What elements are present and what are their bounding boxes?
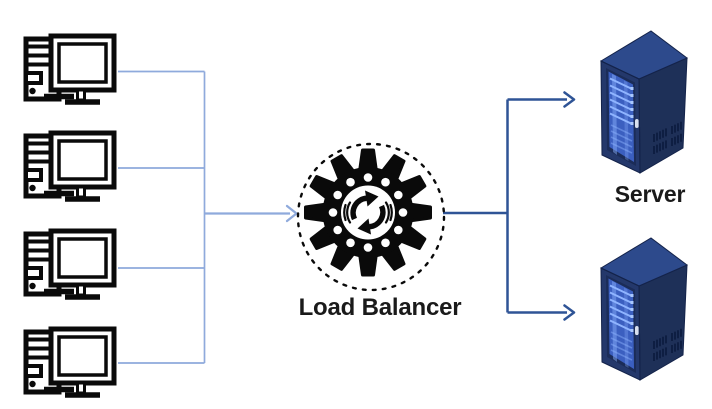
client-computer-icon-4 bbox=[22, 326, 118, 398]
sync-arrows-icon bbox=[343, 190, 393, 235]
server-label: Server bbox=[614, 181, 686, 207]
server-tower-icon-1 bbox=[600, 30, 688, 174]
client-computer-icon-2 bbox=[22, 130, 118, 202]
client-computer-icon-3 bbox=[22, 228, 118, 300]
client-links-bus bbox=[118, 70, 206, 364]
load-balancer-gear-icon bbox=[296, 142, 446, 292]
dotted-circle bbox=[296, 142, 446, 292]
gear-ring-dots bbox=[328, 173, 408, 252]
server-tower-icon-2 bbox=[600, 237, 688, 381]
load-balancer-label: Load Balancer bbox=[298, 294, 462, 321]
server-branch-lines bbox=[443, 98, 567, 314]
gear-center bbox=[341, 185, 395, 240]
server2-arrowhead bbox=[563, 304, 576, 321]
server1-arrowhead bbox=[563, 91, 576, 108]
load-balancer-input-arrowhead bbox=[285, 204, 298, 223]
client-computer-icon-1 bbox=[22, 33, 118, 105]
